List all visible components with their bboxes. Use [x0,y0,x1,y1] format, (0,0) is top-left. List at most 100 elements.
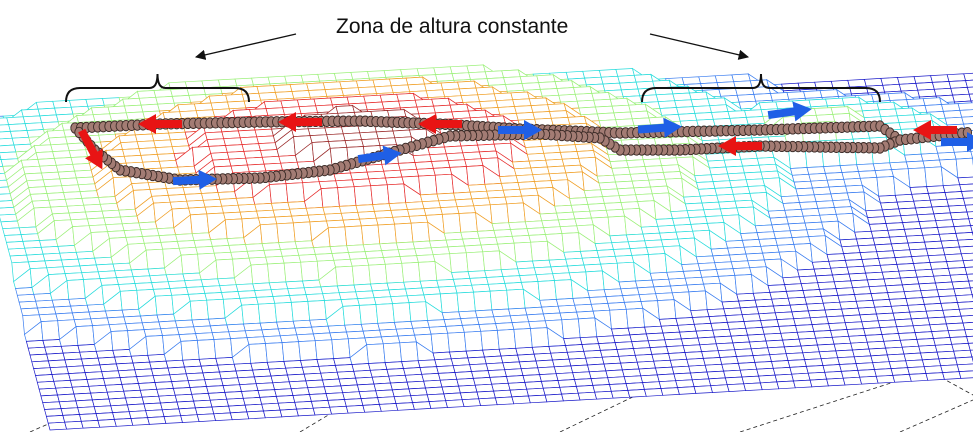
mesh-cell [896,200,916,210]
mesh-cell [263,100,284,109]
mesh-cell [257,302,277,324]
mesh-cell [918,344,938,354]
mesh-cell [784,283,804,292]
mesh-cell [243,150,263,159]
mesh-cell [337,186,357,207]
mesh-cell [833,280,854,289]
mesh-cell [447,245,467,255]
mesh-cell [804,358,824,367]
mesh-cell [180,340,200,361]
mesh-cell [625,307,645,329]
mesh-cell [947,329,968,338]
mesh-cell [732,193,753,202]
mesh-cell [825,97,845,107]
mesh-cell [375,303,395,324]
mesh-cell [619,81,639,91]
mesh-cell [291,301,311,322]
mesh-cell [172,387,193,396]
mesh-cell [408,387,428,397]
mesh-cell [957,301,973,310]
mesh-cell [684,276,705,286]
mesh-cell [31,360,51,369]
mesh-cell [581,343,601,352]
mesh-cell [327,399,347,408]
mesh-cell [537,366,557,375]
arrow-shape [357,145,402,166]
mesh-cell [62,351,82,361]
mesh-cell [774,373,794,383]
mesh-cell [255,296,276,305]
mesh-cell [213,338,233,359]
mesh-cell [857,244,878,253]
mesh-cell [11,136,32,146]
mesh-cell [651,353,671,362]
mesh-cell [944,116,965,126]
mesh-cell [50,205,70,215]
mesh-cell [929,198,950,208]
mesh-cell [694,112,714,121]
mesh-cell [924,240,944,250]
mesh-cell [2,227,22,236]
mesh-cell [79,264,99,274]
mesh-cell [18,226,39,235]
mesh-cell [320,187,340,208]
mesh-cell [70,304,90,314]
mesh-cell [878,194,898,204]
mesh-cell [589,209,609,219]
mesh-cell [650,185,670,195]
mesh-cell [384,262,405,284]
mesh-cell [122,97,142,107]
mesh-cell [721,300,741,310]
mesh-cell [221,291,241,300]
mesh-cell [917,88,937,98]
mesh-cell [143,402,163,412]
mesh-cell [775,100,795,110]
mesh-cell [62,414,82,423]
mesh-cell [40,320,60,341]
mesh-cell [305,379,325,389]
mesh-cell [692,105,712,114]
mesh-cell [57,393,77,403]
mesh-cell [511,235,532,244]
mesh-cell [416,105,436,115]
direction-arrow-icon [718,136,762,156]
mesh-cell [946,260,966,269]
mesh-cell [907,167,927,188]
mesh-cell [476,230,497,239]
mesh-cell [142,235,162,244]
mesh-cell [21,108,41,118]
mesh-cell [307,127,328,136]
mesh-cell [895,107,915,117]
mesh-cell [669,358,690,368]
mesh-cell [593,98,613,108]
constant-height-zone-label: Zona de altura constante [336,15,569,38]
mesh-cell [132,361,152,371]
mesh-cell [815,336,835,346]
mesh-cell [436,192,456,202]
mesh-cell [510,228,530,237]
mesh-cell [373,296,394,305]
mesh-cell [154,381,174,390]
mesh-cell [384,361,404,370]
mesh-cell [528,97,549,106]
mesh-cell [114,355,134,365]
mesh-cell [898,83,919,92]
mesh-cell [548,345,568,354]
mesh-cell [385,176,405,186]
mesh-cell [876,101,896,111]
mesh-cell [244,329,265,338]
mesh-cell [171,95,192,104]
mesh-cell [121,383,141,392]
mesh-cell [627,389,647,398]
mesh-cell [259,223,279,244]
mesh-cell [640,374,660,383]
mesh-cell [683,195,703,205]
mesh-cell [74,169,94,179]
mesh-cell [945,322,966,332]
mesh-cell [743,382,763,391]
mesh-cell [27,260,48,270]
mesh-cell [885,284,905,293]
mesh-cell [894,256,914,265]
mesh-cell [142,160,162,170]
